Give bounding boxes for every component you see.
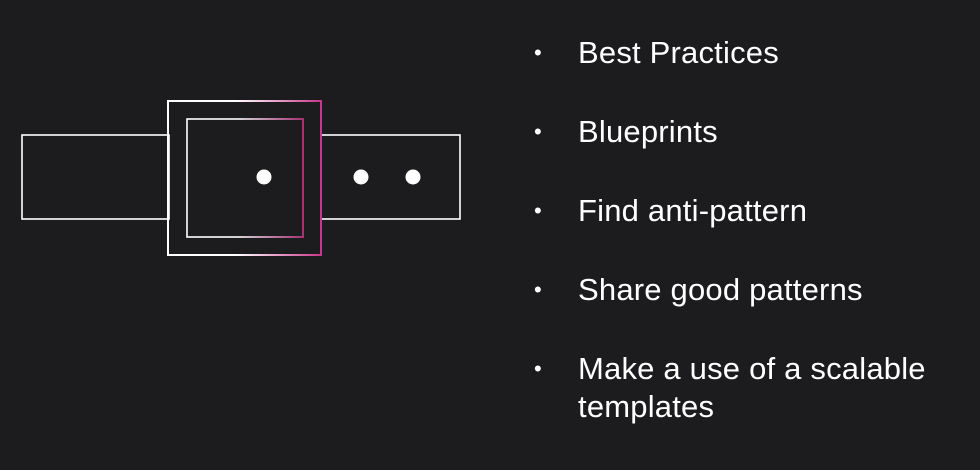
belt-strap-right [320, 134, 461, 220]
bullet-item: • Best Practices [532, 34, 972, 72]
bullet-dot: • [534, 40, 542, 65]
belt-hole [405, 169, 421, 185]
bullet-item: • Find anti-pattern [532, 192, 972, 230]
bullet-item: • Share good patterns [532, 271, 972, 309]
buckle-inner-frame [186, 118, 304, 238]
bullet-dot: • [534, 119, 542, 144]
belt-hole [353, 169, 369, 185]
belt-strap-left [21, 134, 170, 220]
buckle-outer-frame [167, 100, 322, 256]
bullet-item: • Blueprints [532, 113, 972, 151]
belt-hole [256, 169, 272, 185]
bullet-dot: • [534, 277, 542, 302]
bullet-text: Find anti-pattern [578, 193, 808, 228]
bullet-text: Blueprints [578, 114, 718, 149]
bullet-dot: • [534, 356, 542, 381]
bullet-text: Make a use of a scalable templates [578, 351, 926, 424]
bullet-text: Best Practices [578, 35, 779, 70]
bullet-item: • Make a use of a scalable templates [532, 350, 972, 426]
bullet-list: • Best Practices • Blueprints • Find ant… [532, 34, 972, 426]
bullet-text: Share good patterns [578, 272, 863, 307]
bullet-dot: • [534, 198, 542, 223]
belt-icon [21, 100, 461, 256]
